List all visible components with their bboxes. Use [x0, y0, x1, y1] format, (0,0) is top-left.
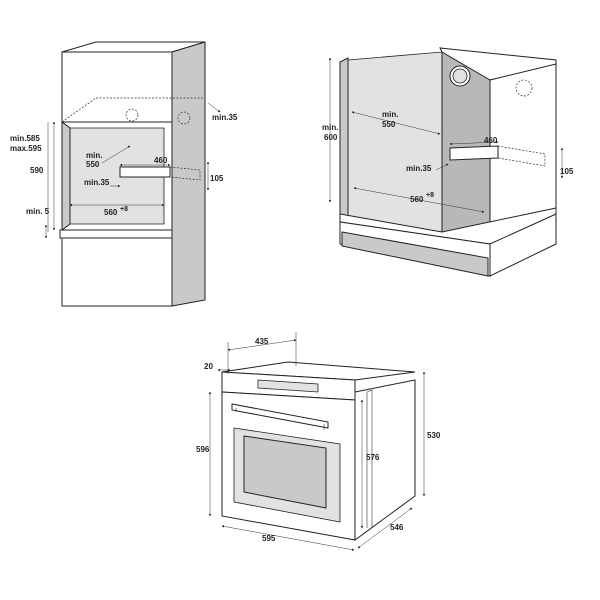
vent-hole-hidden — [515, 79, 533, 97]
vent-hole-hidden — [125, 108, 139, 122]
slot-hidden-edge — [497, 145, 546, 167]
label-560: 560 — [410, 195, 424, 204]
label-min35-top: min.35 — [212, 113, 238, 122]
label-105: 105 — [210, 174, 224, 183]
label-min600-a: min. — [322, 123, 338, 132]
slot-hidden-edge — [169, 166, 201, 181]
dim-line-595 — [221, 525, 355, 551]
label-min600-b: 600 — [324, 133, 338, 142]
dim-line-435 — [227, 339, 297, 351]
dim-line-460 — [449, 140, 499, 146]
handle-mounts — [235, 408, 325, 430]
label-546: 546 — [390, 523, 404, 532]
plinth-recess — [341, 231, 489, 277]
oven-side — [354, 379, 416, 541]
dim-line-min550 — [101, 145, 131, 164]
column-cabinet-diagram: min.585 max.595 590 min. 5 min. 550 460 … — [10, 41, 238, 307]
label-min550-a: min. — [86, 151, 102, 160]
label-560-tolerance: +8 — [426, 192, 434, 199]
label-min550-a: min. — [382, 110, 398, 119]
label-460: 460 — [154, 156, 168, 165]
label-min35: min.35 — [406, 164, 432, 173]
label-596: 596 — [196, 445, 210, 454]
label-max595: max.595 — [10, 144, 42, 153]
upper-cabinet-front — [61, 51, 173, 123]
ext-line-435 — [227, 332, 297, 374]
undercounter-niche-diagram: min. 600 min. 550 460 min.35 560 +8 105 — [322, 47, 574, 277]
side-rail — [366, 389, 373, 528]
dim-line-min35 — [435, 163, 449, 171]
ventilation-slot — [449, 145, 499, 161]
door-window-glass — [243, 435, 327, 509]
niche-back-wall — [347, 51, 443, 233]
label-576: 576 — [366, 453, 380, 462]
cabinet-side-panel — [171, 41, 206, 307]
label-105: 105 — [560, 167, 574, 176]
oven-dimensions-diagram: 435 20 596 576 530 595 546 — [196, 332, 441, 551]
right-wall-outer — [489, 63, 557, 277]
door-handle — [231, 403, 329, 429]
lower-cabinet — [61, 237, 173, 307]
dim-line-min35-top — [207, 102, 221, 113]
display-window — [257, 379, 319, 393]
label-530: 530 — [427, 431, 441, 440]
dim-line-546 — [357, 507, 413, 549]
label-595: 595 — [262, 534, 276, 543]
dim-line-min550 — [351, 111, 441, 135]
label-min585: min.585 — [10, 134, 40, 143]
label-20: 20 — [204, 362, 213, 371]
label-560-tolerance: +8 — [120, 206, 128, 213]
label-min5: min. 5 — [26, 207, 50, 216]
dim-line-560 — [353, 187, 485, 213]
niche-left-wall — [339, 57, 349, 219]
vent-hole-side — [177, 111, 191, 125]
label-460: 460 — [484, 136, 498, 145]
label-min35-inner: min.35 — [84, 178, 110, 187]
niche-base — [59, 229, 173, 239]
label-435: 435 — [255, 337, 269, 346]
label-560: 560 — [104, 208, 118, 217]
label-min550-b: 550 — [86, 160, 100, 169]
ventilation-slot — [119, 166, 171, 178]
niche-left-wall — [61, 121, 71, 231]
vent-hole-inner — [452, 68, 468, 84]
label-min550-b: 550 — [382, 120, 396, 129]
label-590: 590 — [30, 166, 44, 175]
